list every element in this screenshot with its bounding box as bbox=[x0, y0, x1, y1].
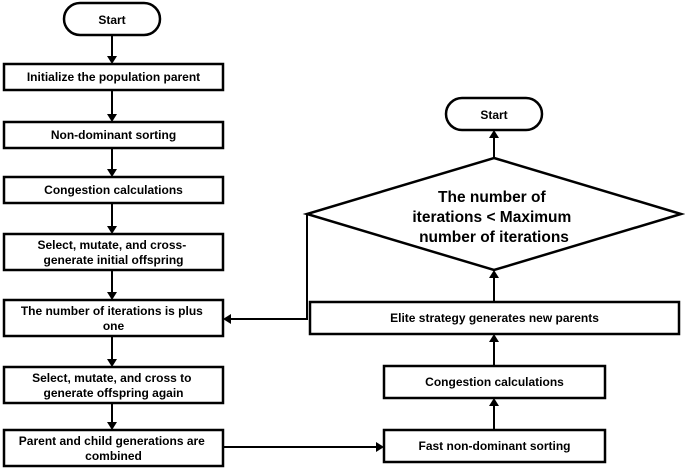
non-dominant-sorting-label: Non-dominant sorting bbox=[51, 128, 176, 142]
select-offspring-again-label: Select, mutate, and cross to generate of… bbox=[32, 371, 195, 400]
select-initial-line-2: generate initial offspring bbox=[43, 253, 183, 267]
arrow-decision-loop-to-iterations bbox=[223, 214, 308, 324]
arrow-congestion-to-select-initial bbox=[107, 203, 117, 234]
congestion-calculations-left-box: Congestion calculations bbox=[2, 175, 225, 205]
congestion-calculations-left-label: Congestion calculations bbox=[44, 183, 183, 197]
decision-line-2: iterations < Maximum bbox=[412, 209, 571, 226]
decision-line-3: number of iterations bbox=[419, 229, 569, 246]
start-right-label: Start bbox=[480, 108, 507, 122]
arrow-decision-to-start bbox=[489, 130, 499, 158]
initialize-population-label: Initialize the population parent bbox=[27, 70, 200, 84]
elite-strategy-label: Elite strategy generates new parents bbox=[390, 311, 599, 325]
iteration-decision-label: The number of iterations < Maximum numbe… bbox=[412, 189, 575, 246]
start-left-label: Start bbox=[98, 13, 125, 27]
iterations-plus-one-box: The number of iterations is plus one bbox=[2, 298, 225, 338]
arrow-init-to-nondom bbox=[107, 90, 117, 122]
arrow-elite-to-decision bbox=[489, 270, 499, 302]
iterations-plus-one-line-1: The number of iterations is plus bbox=[21, 304, 203, 318]
select-initial-line-1: Select, mutate, and cross- bbox=[37, 238, 186, 252]
initialize-population-box: Initialize the population parent bbox=[2, 62, 225, 92]
arrow-congestion-to-elite bbox=[489, 334, 499, 366]
iterations-plus-one-label: The number of iterations is plus one bbox=[21, 304, 206, 333]
start-terminal-left: Start bbox=[62, 1, 162, 37]
arrow-select-initial-to-iterations bbox=[107, 270, 117, 300]
combine-line-1: Parent and child generations are bbox=[19, 434, 205, 448]
arrow-iterations-to-select-again bbox=[107, 336, 117, 367]
select-again-line-1: Select, mutate, and cross to bbox=[32, 371, 191, 385]
arrow-select-again-to-combine bbox=[107, 403, 117, 430]
arrow-combine-to-fast-sorting bbox=[223, 442, 384, 452]
iterations-plus-one-line-2: one bbox=[103, 319, 125, 333]
congestion-calculations-right-box: Congestion calculations bbox=[382, 364, 607, 400]
non-dominant-sorting-box: Non-dominant sorting bbox=[2, 120, 225, 150]
fast-non-dominant-sorting-label: Fast non-dominant sorting bbox=[419, 439, 571, 453]
fast-non-dominant-sorting-box: Fast non-dominant sorting bbox=[382, 428, 607, 464]
congestion-calculations-right-label: Congestion calculations bbox=[425, 375, 564, 389]
combine-line-2: combined bbox=[85, 449, 142, 463]
arrow-nondom-to-congestion bbox=[107, 148, 117, 177]
select-initial-offspring-label: Select, mutate, and cross- generate init… bbox=[37, 238, 189, 267]
decision-line-1: The number of bbox=[438, 189, 546, 206]
iteration-decision-diamond: The number of iterations < Maximum numbe… bbox=[302, 156, 685, 272]
select-again-line-2: generate offspring again bbox=[43, 386, 183, 400]
combine-generations-box: Parent and child generations are combine… bbox=[2, 428, 225, 468]
arrow-fast-sorting-to-congestion bbox=[489, 398, 499, 430]
arrow-start-to-init bbox=[107, 35, 117, 64]
select-offspring-again-box: Select, mutate, and cross to generate of… bbox=[2, 365, 225, 405]
start-terminal-right: Start bbox=[444, 96, 544, 132]
select-initial-offspring-box: Select, mutate, and cross- generate init… bbox=[2, 232, 225, 272]
elite-strategy-box: Elite strategy generates new parents bbox=[308, 300, 681, 336]
combine-generations-label: Parent and child generations are combine… bbox=[19, 434, 208, 463]
